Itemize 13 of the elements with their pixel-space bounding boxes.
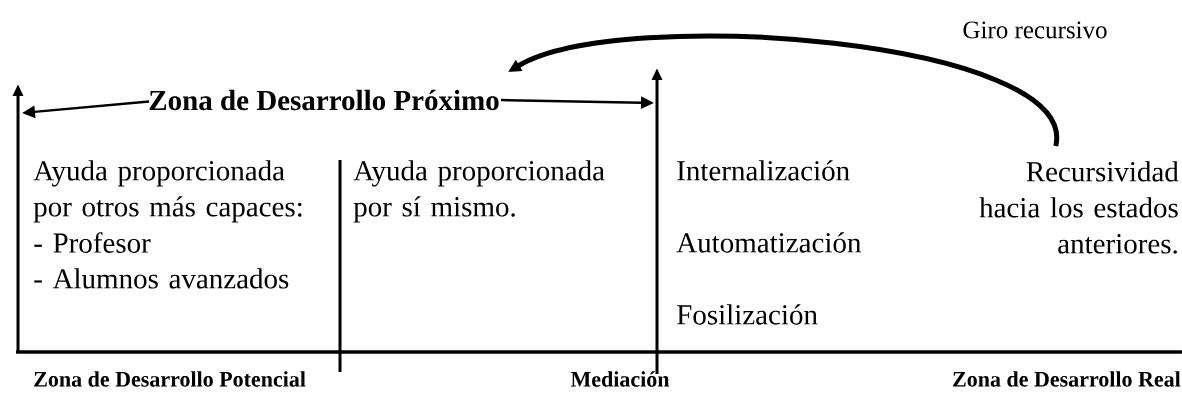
text: Ayuda proporcionada por sí mismo.: [353, 160, 605, 223]
axis-label: Zona de Desarrollo Real: [953, 371, 1181, 387]
text: Fosilización: [677, 304, 818, 325]
axis-label: Zona de Desarrollo Potencial: [34, 371, 306, 387]
heading-text: Zona de Desarrollo Próximo: [149, 89, 499, 111]
note-text: Recursividad hacia los estados anteriores.: [979, 161, 1179, 254]
edge-label: Giro recursivo: [963, 21, 1107, 39]
text: - Alumnos avanzados: [34, 268, 289, 289]
axis-label: Mediación: [570, 371, 670, 387]
text: - Profesor: [34, 232, 151, 253]
text: Ayuda proporcionada por otros más capaces:: [33, 160, 302, 223]
text: Automatización: [676, 232, 861, 253]
text: Internalización: [677, 160, 850, 181]
